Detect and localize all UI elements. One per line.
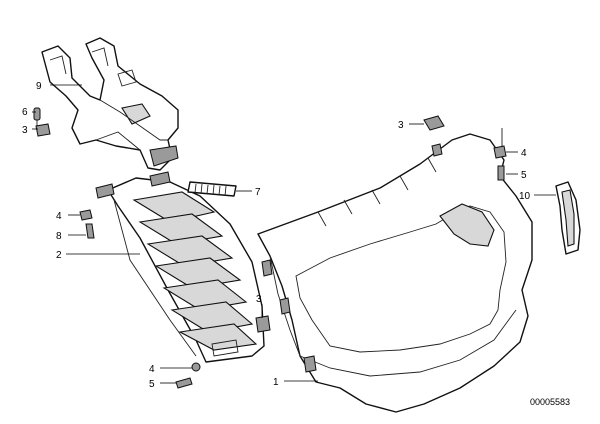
callout-10: 10 xyxy=(519,191,531,202)
part-3-clip-right xyxy=(423,115,445,131)
callout-3-center: 3 xyxy=(256,294,262,305)
part-8-screw-left xyxy=(85,223,95,239)
callout-5-bottom: 5 xyxy=(149,379,155,390)
callout-numbers: 9 6 3 4 8 2 7 4 5 3 1 3 4 5 10 xyxy=(22,81,531,390)
part-3-clip-left xyxy=(35,123,51,137)
callout-4-left: 4 xyxy=(56,211,62,222)
document-number: 00005583 xyxy=(530,397,570,407)
part-2-louvre-grille xyxy=(95,171,265,363)
part-6-screw-top xyxy=(33,107,41,128)
callout-7: 7 xyxy=(255,187,261,198)
part-4-nut-right xyxy=(493,145,507,159)
part-5-screw-bottom xyxy=(175,377,193,389)
callout-9: 9 xyxy=(36,81,42,92)
part-10-trim-strip xyxy=(555,181,581,255)
part-5-screw-right xyxy=(497,165,505,181)
callout-3-right: 3 xyxy=(398,120,404,131)
callout-8: 8 xyxy=(56,231,62,242)
part-1-fairing-side-panel xyxy=(257,133,533,413)
callout-3-left: 3 xyxy=(22,125,28,136)
callout-4-right: 4 xyxy=(521,148,527,159)
part-3-clip-center xyxy=(255,315,271,333)
callout-6-top: 6 xyxy=(22,107,28,118)
callout-5-right: 5 xyxy=(521,170,527,181)
part-9-inner-panel xyxy=(41,37,179,171)
part-4-nut-bottom xyxy=(191,362,201,372)
part-4-nut-left xyxy=(79,209,93,221)
callout-1: 1 xyxy=(273,377,279,388)
callout-2: 2 xyxy=(56,250,62,261)
louvre-slats xyxy=(132,191,258,351)
callout-4-bottom: 4 xyxy=(149,364,155,375)
part-7-grille-insert xyxy=(187,181,237,197)
leader-lines xyxy=(32,84,556,384)
